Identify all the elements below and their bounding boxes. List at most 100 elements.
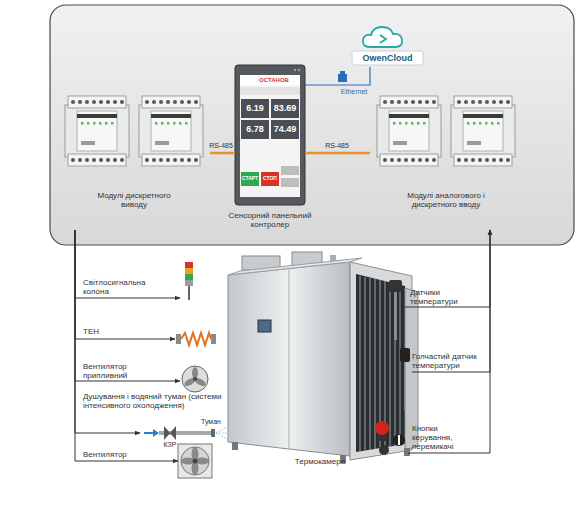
needle-handle	[400, 348, 410, 362]
node-text: OwenCloud	[350, 53, 425, 63]
fan-ring	[181, 447, 209, 475]
chamber-side	[228, 262, 350, 456]
value-readout: 74.49	[271, 124, 299, 134]
supply-fan: Вентилятор припливний	[180, 364, 210, 394]
node-text: Вентилятор припливний	[83, 362, 163, 380]
cloud-service: OwenCloud	[350, 25, 425, 67]
heater: ТЕН	[175, 330, 217, 348]
needle-sensor: Голчастий датчик температури	[398, 348, 412, 410]
selector-switch	[393, 434, 405, 446]
temperature-sensor-icon	[389, 280, 402, 340]
fan-blade	[183, 376, 196, 387]
ethernet-plug	[338, 71, 347, 82]
cloud-outline	[363, 27, 402, 47]
panel-controller: Сенсорний панельний контролер	[235, 65, 305, 205]
spray-nozzle	[211, 429, 215, 437]
controller-frame	[235, 65, 305, 205]
push-button	[379, 445, 389, 455]
signal-wire	[403, 230, 490, 307]
value-readout: 83.69	[271, 103, 299, 113]
fan-hub	[193, 377, 197, 381]
node-text: Кнопки керування, перемикачі	[412, 424, 474, 452]
control-buttons: Кнопки керування, перемикачі	[372, 418, 408, 456]
cooling-shower-icon	[144, 426, 230, 440]
rs485-link	[210, 152, 235, 155]
plug-tip	[340, 71, 345, 74]
tower-base	[185, 280, 193, 286]
node-text: Голчастий датчик температури	[412, 352, 490, 370]
valve-symbol	[164, 426, 176, 440]
water-arrow	[153, 429, 159, 437]
panel-seam	[289, 268, 290, 449]
plug-body	[338, 74, 347, 82]
heater-terminal	[176, 334, 181, 344]
node-text: ТЕН	[83, 327, 143, 336]
controller-screen	[240, 75, 300, 197]
system-panel	[50, 5, 574, 245]
temperature-sensor: Датчики температури	[388, 280, 403, 340]
rs485-link	[305, 152, 370, 155]
tower-amber	[185, 268, 193, 274]
needle-sensor-icon	[400, 348, 410, 410]
thermal-chamber-drawing	[228, 252, 418, 463]
chamber-roof	[228, 258, 362, 275]
tower-red	[185, 262, 193, 268]
valve-label: КЗР	[158, 441, 182, 449]
fan-hub	[193, 459, 198, 464]
sensor-head	[389, 280, 402, 292]
chamber-foot	[404, 448, 410, 456]
node-text: Модулі дискретного виводу	[84, 191, 184, 209]
signal-wire	[408, 230, 490, 453]
node-text: Термокамера	[222, 457, 418, 466]
heater-coil	[181, 333, 211, 345]
value-readout: 6.78	[241, 124, 269, 134]
screen-row	[240, 87, 300, 95]
control-buttons-icon	[375, 421, 405, 455]
status-dot	[294, 69, 296, 71]
button-text: СТОП	[261, 176, 279, 182]
thermal-chamber: Термокамера	[222, 252, 418, 460]
fan-icon	[178, 444, 212, 478]
signal-wire	[75, 230, 180, 298]
fan: Вентилятор	[178, 444, 212, 478]
chamber-foot	[232, 442, 238, 450]
node-text: Душування і водяний туман (системи інтен…	[83, 392, 223, 410]
tower-pole	[188, 286, 190, 300]
signal-wire	[75, 230, 175, 339]
panel-controller-device	[235, 65, 305, 205]
fan-frame	[178, 444, 212, 478]
screen-header	[240, 75, 300, 85]
value-tile	[241, 99, 269, 118]
signal-tower: Світлосигнальна колона	[180, 262, 198, 302]
chamber-opening	[356, 274, 405, 452]
node-text: Вентилятор	[83, 450, 163, 459]
button-text: СТАРТ	[241, 176, 259, 182]
value-tile	[241, 120, 269, 139]
status-text: ОСТАНОВ	[250, 77, 298, 84]
chamber-control-panel	[258, 320, 271, 332]
input-module-group: Модулі аналогового і дискретного вводу	[370, 95, 522, 230]
shelf-rails	[360, 276, 400, 451]
fan-housing	[182, 366, 208, 392]
mist-label: Туман	[196, 418, 226, 426]
value-tile	[271, 120, 299, 139]
chamber-front-frame	[350, 262, 412, 460]
tower-green	[185, 274, 193, 280]
heater-icon	[176, 333, 216, 345]
input-module	[451, 96, 515, 166]
edge-label: Ethernet	[336, 88, 372, 96]
supply-fan-icon	[182, 366, 208, 392]
stop-button	[261, 172, 279, 186]
signal-wire	[75, 230, 178, 461]
heater-terminal	[211, 334, 216, 344]
node-text: Світлосигнальна колона	[83, 278, 157, 296]
needle-probe	[404, 362, 406, 410]
screen-button	[281, 178, 299, 187]
signal-wire	[75, 230, 180, 381]
